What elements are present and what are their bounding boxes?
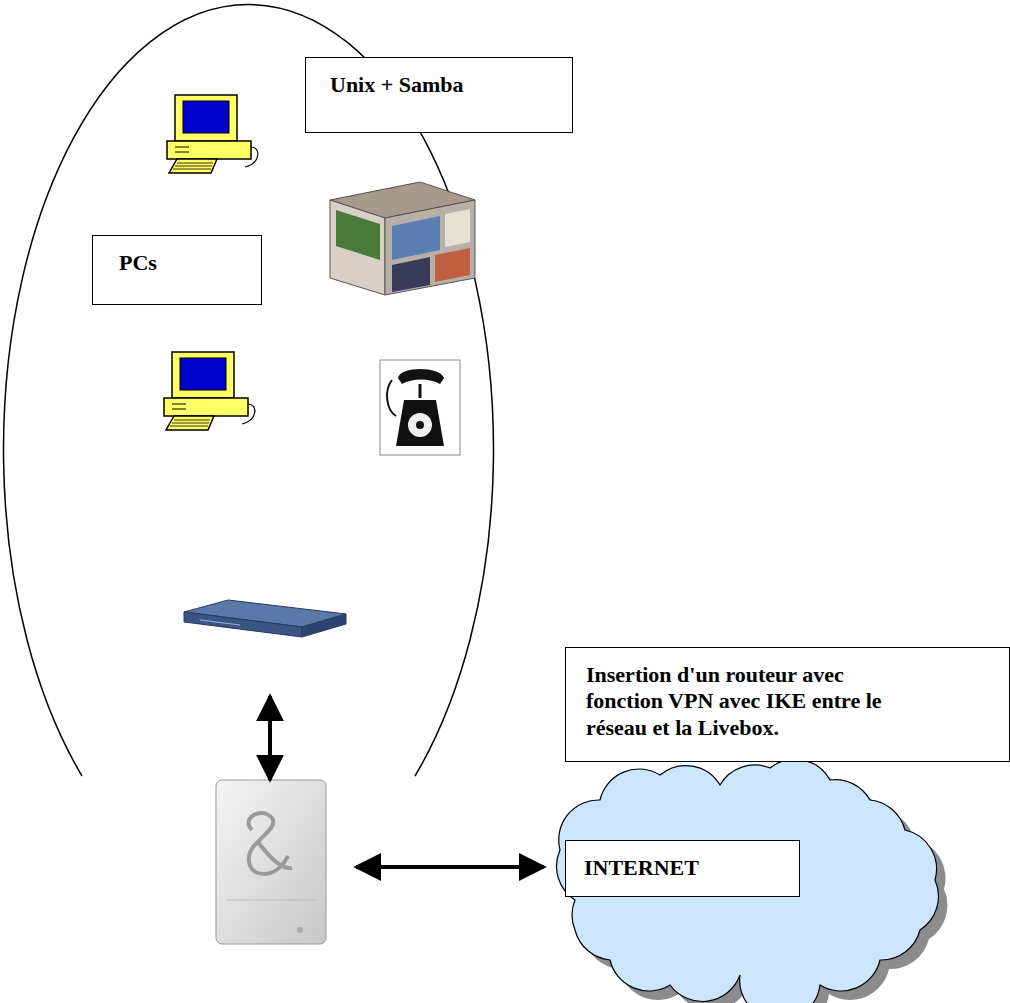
double-arrow [356, 865, 544, 869]
box-text: PCs [119, 250, 241, 276]
box-text: INTERNET [584, 855, 781, 881]
text-box: PCs [92, 235, 262, 305]
server-image [330, 182, 475, 295]
pc-icon [167, 95, 258, 173]
note-box: Insertion d'un routeur avec fonction VPN… [565, 647, 1010, 762]
livebox-image [216, 780, 326, 944]
text-box: Unix + Samba [305, 57, 573, 133]
box-text: Insertion d'un routeur avec fonction VPN… [586, 662, 926, 741]
text-box: INTERNET [565, 840, 800, 897]
router-image [184, 600, 346, 637]
telephone-image [380, 360, 460, 455]
pc-icon [164, 352, 255, 430]
internet-cloud [557, 759, 948, 1003]
double-arrow [268, 696, 272, 780]
box-text: Unix + Samba [330, 72, 552, 98]
